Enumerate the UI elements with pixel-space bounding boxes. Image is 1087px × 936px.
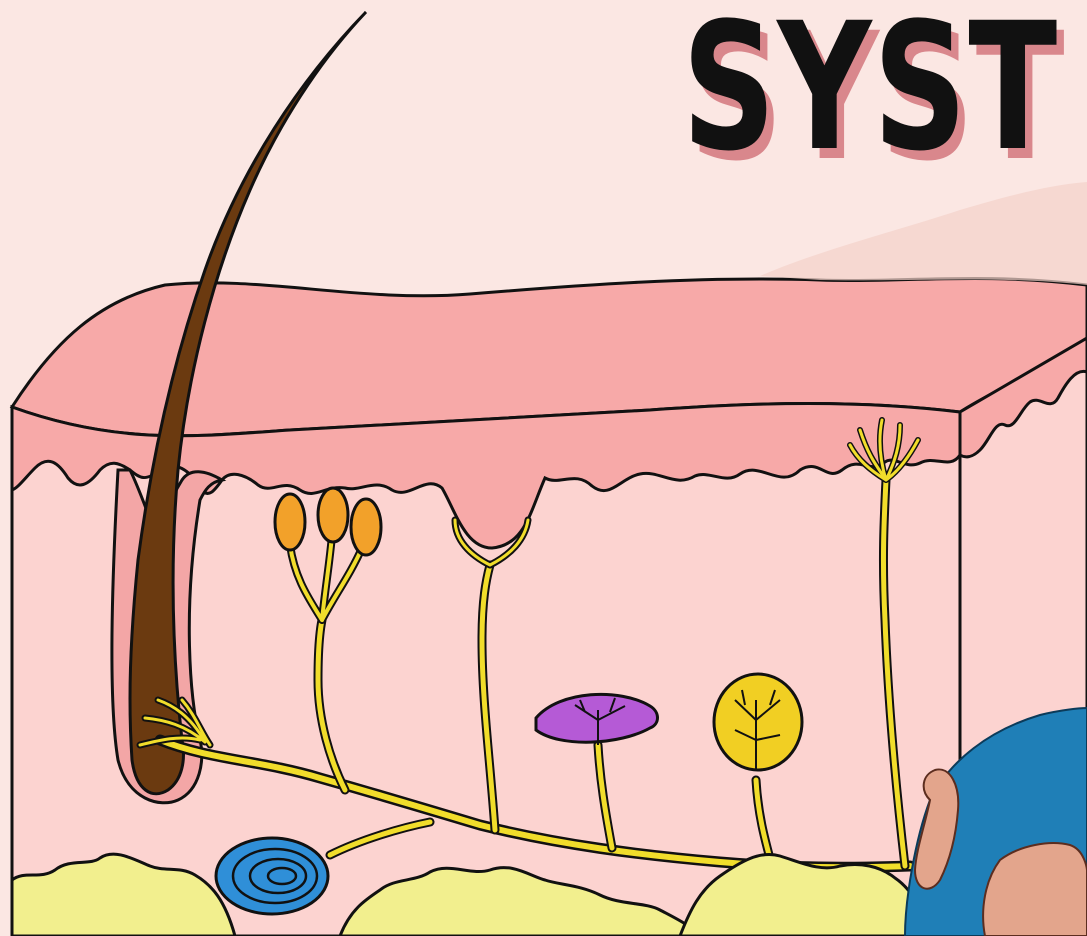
background-shape <box>760 182 1087 285</box>
yellow-corpuscle <box>714 674 802 770</box>
blue-corpuscle <box>216 838 328 914</box>
